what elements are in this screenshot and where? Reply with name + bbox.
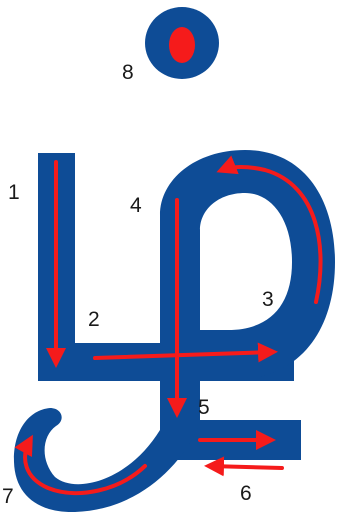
stroke-number-4: 4 [130, 194, 142, 217]
right-loop [160, 150, 335, 380]
letter-body [14, 150, 335, 512]
stroke-number-1: 1 [8, 181, 20, 204]
arrow-stroke-6 [210, 466, 282, 468]
stroke-number-3: 3 [262, 288, 274, 311]
dot-center-icon [169, 27, 195, 63]
stroke-number-8: 8 [122, 61, 134, 84]
stroke-number-2: 2 [88, 308, 100, 331]
stroke-number-6: 6 [240, 482, 252, 505]
dot-glyph [145, 7, 219, 79]
stroke-number-7: 7 [2, 485, 14, 508]
stroke-number-5: 5 [198, 396, 210, 419]
